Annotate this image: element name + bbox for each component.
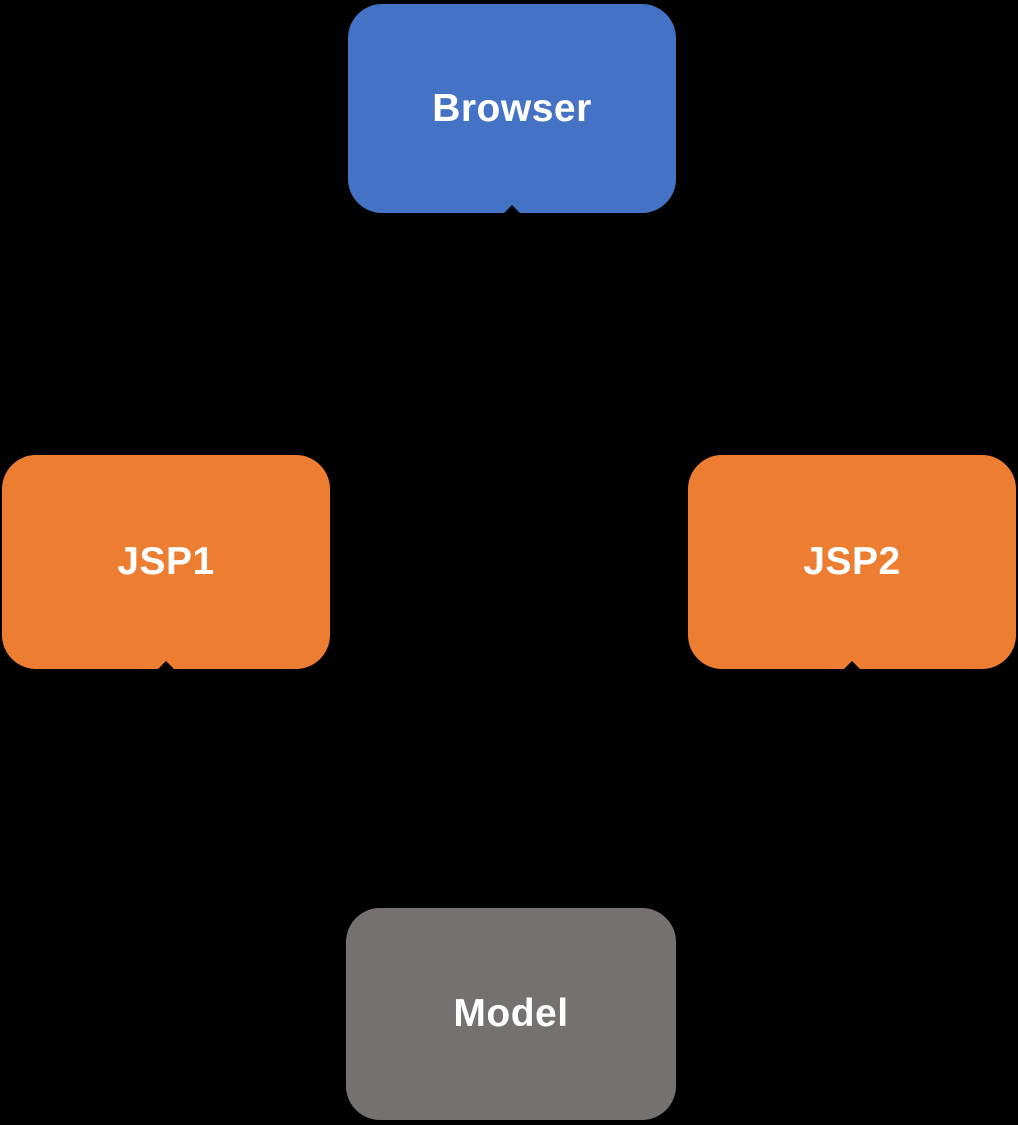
node-jsp1: JSP1	[2, 455, 330, 670]
node-model: Model	[346, 908, 676, 1120]
arrowhead-icon	[843, 661, 861, 670]
arrowhead-icon	[503, 205, 521, 214]
node-jsp1-label: JSP1	[117, 540, 215, 583]
node-browser: Browser	[348, 4, 676, 214]
node-jsp2: JSP2	[688, 455, 1016, 670]
node-jsp2-label: JSP2	[803, 540, 901, 583]
arrowhead-icon	[157, 661, 175, 670]
node-browser-label: Browser	[432, 86, 592, 130]
node-model-label: Model	[453, 992, 569, 1035]
